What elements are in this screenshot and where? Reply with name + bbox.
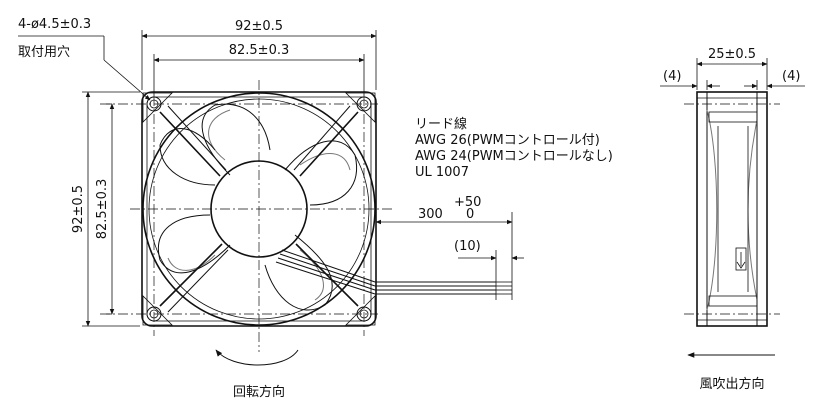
lead-wire-bundle	[275, 249, 512, 295]
width-outer-label: 92±0.5	[235, 19, 283, 34]
lead-wire-title: リード線	[415, 116, 467, 132]
fan-side-view	[684, 91, 780, 327]
lead-wire-length: 300	[418, 207, 443, 222]
frame-spokes	[159, 105, 359, 313]
front-dimensions	[18, 30, 524, 327]
height-outer-label: 92±0.5	[71, 185, 86, 233]
side-flange-left-label: (4)	[663, 69, 681, 84]
height-pitch-label: 82.5±0.3	[95, 179, 110, 240]
lead-wire-tol-upper: +50	[454, 195, 481, 210]
side-dimensions	[660, 58, 805, 90]
side-depth-label: 25±0.5	[708, 47, 756, 62]
airflow-caption: 風吹出方向	[699, 376, 764, 392]
width-pitch-label: 82.5±0.3	[229, 43, 290, 58]
lead-wire-spec-2: AWG 24(PWMコントロールなし)	[415, 149, 613, 164]
rotation-arrow	[215, 349, 299, 366]
lead-wire-spec-3: UL 1007	[415, 165, 469, 180]
hole-spec-label: 4-ø4.5±0.3	[18, 17, 91, 32]
rotation-caption: 回転方向	[233, 384, 285, 400]
hole-caption-label: 取付用穴	[18, 45, 70, 60]
fan-front-view	[100, 80, 392, 352]
fan-frame	[141, 91, 377, 327]
fan-blades	[158, 103, 357, 311]
lead-wire-tol-lower: 0	[466, 207, 474, 222]
strip-length-label: (10)	[454, 239, 481, 254]
lead-wire-spec-1: AWG 26(PWMコントロール付)	[415, 133, 600, 148]
side-flange-right-label: (4)	[782, 69, 800, 84]
